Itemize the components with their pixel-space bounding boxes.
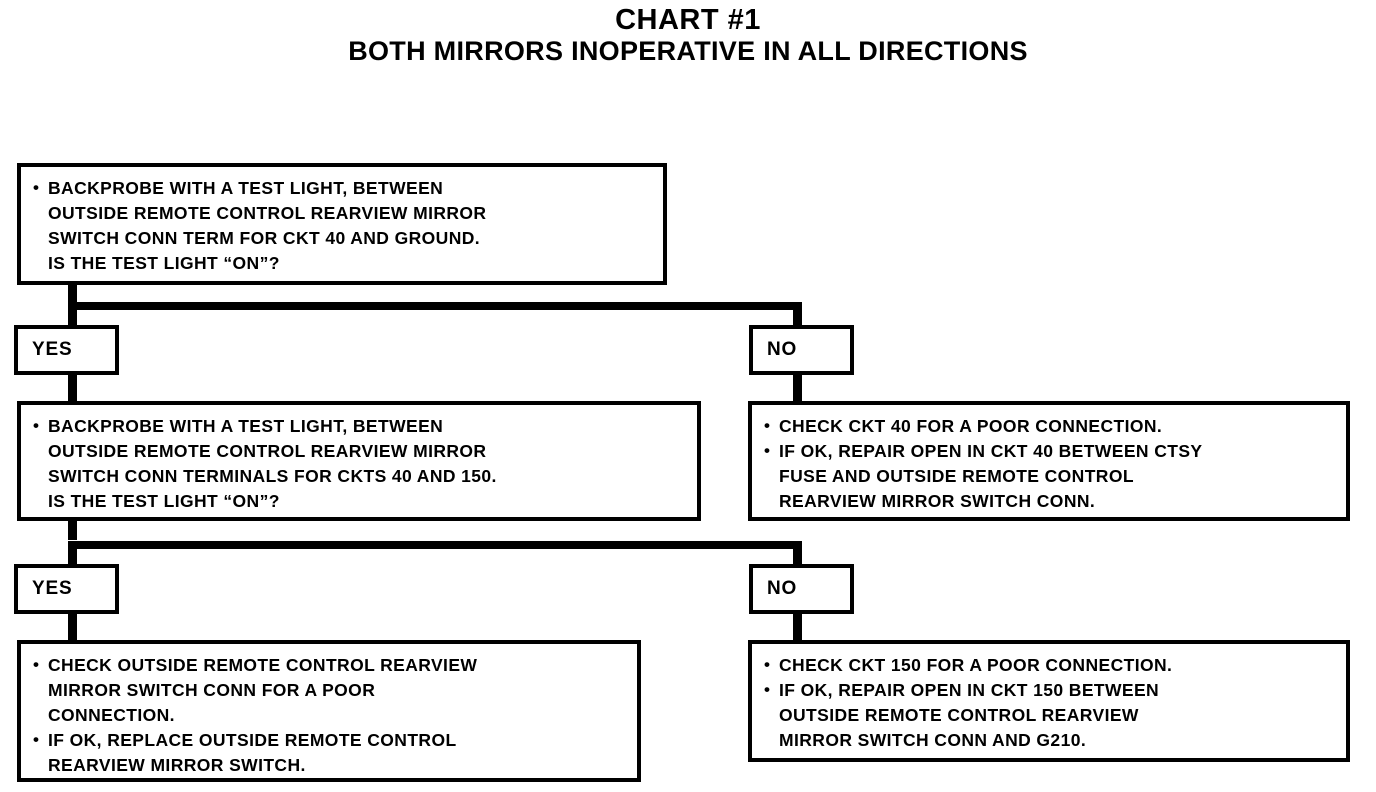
- bullet-text: BACKPROBE WITH A TEST LIGHT, BETWEEN OUT…: [31, 175, 655, 276]
- connector-to-yes1: [68, 302, 77, 328]
- connector-bus-level2: [68, 541, 801, 549]
- bullet-text: BACKPROBE WITH A TEST LIGHT, BETWEEN OUT…: [31, 413, 689, 514]
- node-action-switch-conn: CHECK OUTSIDE REMOTE CONTROL REARVIEW MI…: [17, 640, 641, 782]
- node-action-ckt40: CHECK CKT 40 FOR A POOR CONNECTION. IF O…: [748, 401, 1350, 521]
- bullet-text: CHECK OUTSIDE REMOTE CONTROL REARVIEW MI…: [31, 652, 629, 728]
- connector-yes1-to-q2: [68, 372, 77, 404]
- bullet-text: IF OK, REPAIR OPEN IN CKT 40 BETWEEN CTS…: [762, 438, 1338, 514]
- chart-title: CHART #1: [615, 4, 761, 36]
- connector-no1-to-a1: [793, 372, 802, 404]
- connector-to-no2: [793, 541, 802, 567]
- connector-to-yes2: [68, 541, 77, 567]
- decision-label: NO: [767, 339, 798, 360]
- connector-to-no1: [793, 302, 802, 328]
- node-decision-no-2: NO: [749, 564, 854, 614]
- node-decision-no-1: NO: [749, 325, 854, 375]
- decision-label: YES: [32, 339, 73, 360]
- connector-yes2-to-a2: [68, 611, 77, 643]
- connector-q1-stub: [68, 282, 77, 308]
- bullet-text: IF OK, REPAIR OPEN IN CKT 150 BETWEEN OU…: [762, 677, 1338, 753]
- chart-subtitle: BOTH MIRRORS INOPERATIVE IN ALL DIRECTIO…: [348, 36, 1028, 66]
- decision-label: YES: [32, 578, 73, 599]
- node-action-ckt150: CHECK CKT 150 FOR A POOR CONNECTION. IF …: [748, 640, 1350, 762]
- bullet-text: IF OK, REPLACE OUTSIDE REMOTE CONTROL RE…: [31, 727, 629, 778]
- connector-q2-stub: [68, 514, 77, 540]
- node-question-2: BACKPROBE WITH A TEST LIGHT, BETWEEN OUT…: [17, 401, 701, 521]
- decision-label: NO: [767, 578, 798, 599]
- node-decision-yes-1: YES: [14, 325, 119, 375]
- bullet-text: CHECK CKT 150 FOR A POOR CONNECTION.: [762, 652, 1338, 678]
- node-decision-yes-2: YES: [14, 564, 119, 614]
- bullet-text: CHECK CKT 40 FOR A POOR CONNECTION.: [762, 413, 1338, 439]
- chart-title-block: CHART #1 BOTH MIRRORS INOPERATIVE IN ALL…: [0, 4, 1376, 67]
- connector-no2-to-a3: [793, 611, 802, 643]
- node-question-1: BACKPROBE WITH A TEST LIGHT, BETWEEN OUT…: [17, 163, 667, 285]
- connector-bus-level1: [68, 302, 801, 310]
